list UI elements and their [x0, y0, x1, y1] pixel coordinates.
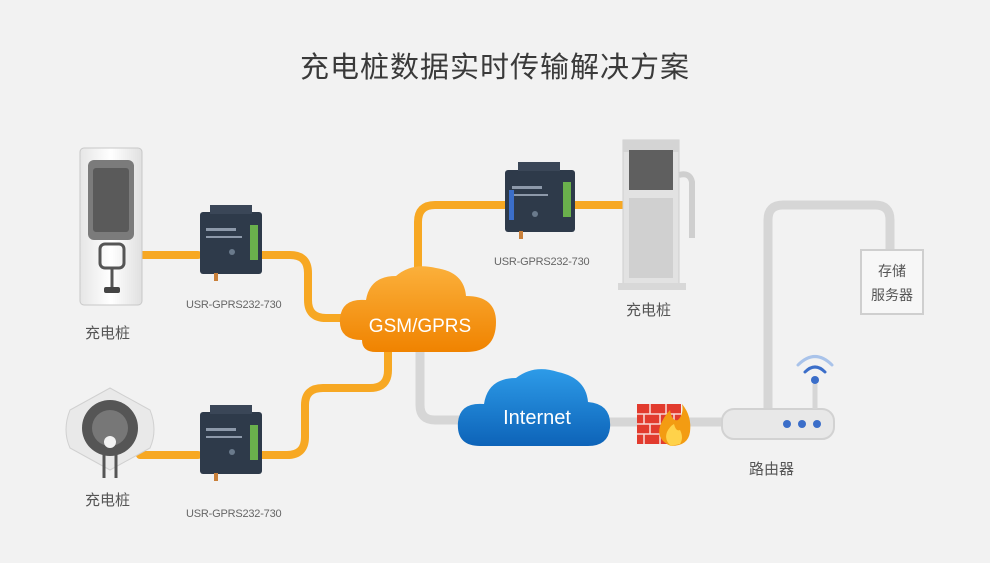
- server-label-line1: 存储: [878, 264, 906, 280]
- gsm-cloud-icon: GSM/GPRS: [339, 266, 496, 352]
- dtu-top-right-label: USR-GPRS232-730: [494, 256, 590, 268]
- dtu-device-icon-bottom-left: [200, 405, 262, 481]
- dtu-top-left-label: USR-GPRS232-730: [186, 299, 282, 311]
- router-icon: [721, 408, 835, 440]
- dtu-device-icon-top-right: [505, 162, 575, 239]
- gray-links: [415, 200, 895, 427]
- charger-bottom-left-label: 充电桩: [85, 491, 131, 509]
- page-title: 充电桩数据实时传输解决方案: [299, 50, 690, 84]
- dtu-bottom-left-label: USR-GPRS232-730: [186, 508, 282, 520]
- server-label-line2: 服务器: [871, 288, 913, 304]
- firewall-icon: [637, 404, 691, 446]
- charger-top-left-label: 充电桩: [85, 324, 131, 342]
- charger-wall-icon: [65, 387, 155, 478]
- dtu-device-icon-top-left: [200, 205, 262, 281]
- link-gsm-dtu-right: [414, 201, 509, 289]
- gsm-cloud-label: GSM/GPRS: [369, 316, 471, 337]
- internet-cloud-icon: Internet: [457, 369, 611, 446]
- link-dtu-bottom-gsm: [258, 346, 392, 459]
- internet-cloud-label: Internet: [503, 407, 571, 429]
- charger-top-right-label: 充电桩: [626, 301, 672, 319]
- orange-links: [136, 201, 627, 459]
- charger-kiosk-icon: [79, 147, 143, 306]
- wifi-icon: [796, 355, 834, 384]
- charger-pillar-icon: [618, 139, 695, 290]
- router-label: 路由器: [749, 460, 795, 478]
- link-gsm-internet: [415, 347, 475, 425]
- server-icon: 存储 服务器: [860, 249, 924, 315]
- link-dtu-top-gsm: [258, 251, 369, 322]
- link-router-server: [763, 200, 895, 415]
